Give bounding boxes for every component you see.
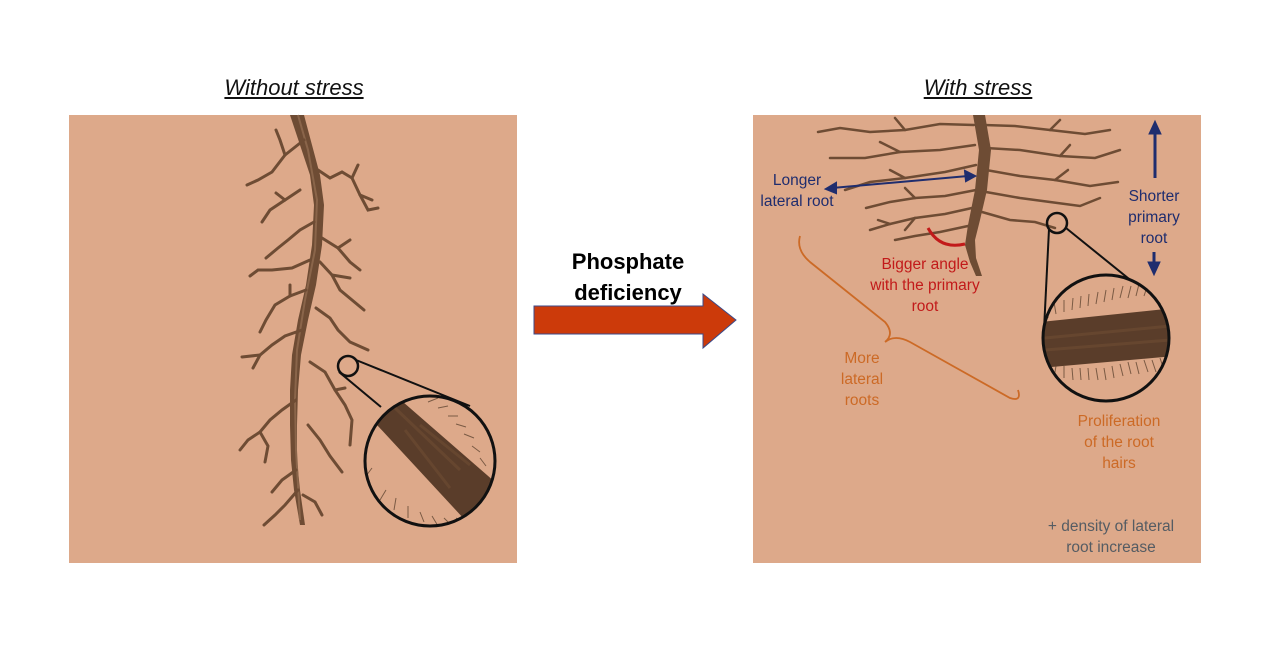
longer-lateral-root-label: Longer lateral root: [760, 172, 834, 210]
phosphate-deficiency-label: Phosphate deficiency: [571, 249, 685, 305]
right-panel-title: With stress: [923, 75, 1033, 100]
bigger-angle-arc: [926, 227, 966, 247]
right-magnifier: [1041, 211, 1171, 403]
more-lateral-roots-label: More lateral roots: [840, 350, 884, 409]
longer-lateral-root-arrow: [823, 169, 978, 195]
left-lateral-roots: [238, 128, 380, 527]
left-panel-title: Without stress: [224, 75, 364, 100]
right-primary-root: [965, 115, 991, 276]
left-primary-root: [290, 114, 324, 525]
right-lateral-roots: [816, 116, 1122, 242]
more-lateral-roots-brace: [798, 235, 1020, 400]
density-label: + density of lateral root increase: [1047, 518, 1175, 556]
proliferation-label: Proliferation of the root hairs: [1077, 413, 1161, 472]
shorter-primary-root-arrows: [1147, 119, 1162, 277]
bigger-angle-label: Bigger angle with the primary root: [870, 256, 980, 315]
left-magnifier: [336, 354, 497, 528]
shorter-primary-root-label: Shorter primary root: [1128, 188, 1180, 247]
transition-arrow: [533, 292, 737, 350]
